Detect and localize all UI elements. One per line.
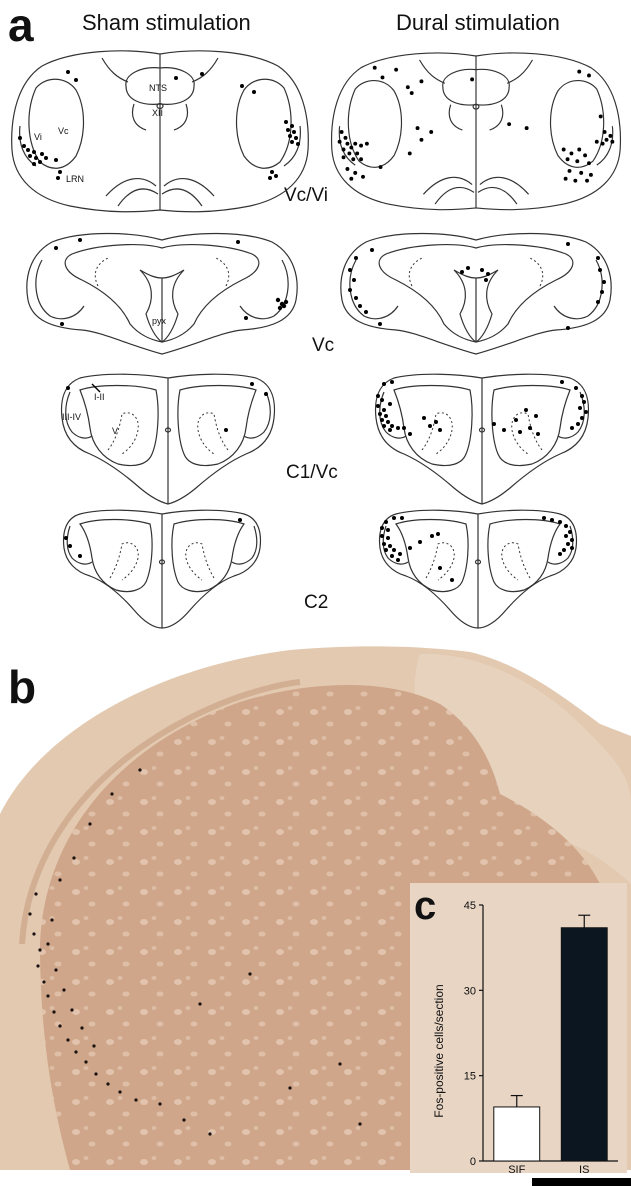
lrn-label: LRN [66, 174, 84, 184]
y-axis-label: Fos-positive cells/section [432, 984, 446, 1117]
dural-stimulation-title: Dural stimulation [396, 10, 560, 36]
panel-a-letter: a [8, 2, 34, 48]
panel-b-letter: b [8, 664, 36, 710]
lamina-v-label: V [112, 426, 118, 436]
panel-c-letter: c [414, 884, 436, 928]
section-vcvi-dural [326, 46, 626, 216]
scale-bar [532, 1178, 631, 1186]
pyx-label: pyx [152, 316, 167, 326]
section-c1vc-sham: I-II III-IV V [56, 370, 280, 506]
level-label-c2: C2 [304, 592, 328, 614]
section-vc-dural [336, 228, 616, 356]
section-c1vc-dural [370, 370, 594, 506]
section-vcvi-sham: NTS XII Vc Vi LRN [6, 46, 314, 216]
vi-label: Vi [34, 132, 42, 142]
y-tick-label: 30 [464, 985, 476, 997]
y-tick-label: 0 [470, 1156, 476, 1168]
vc-label: Vc [58, 126, 69, 136]
section-c2-dural [374, 506, 582, 630]
xii-label: XII [152, 108, 163, 118]
lamina-i-ii-label: I-II [94, 392, 105, 402]
section-vc-sham: pyx [22, 228, 302, 356]
sham-stimulation-title: Sham stimulation [82, 10, 251, 36]
level-label-c1-vc: C1/Vc [286, 462, 338, 484]
level-label-vc: Vc [312, 335, 334, 357]
bar-is [561, 928, 607, 1161]
x-tick-label-sif: SIF [508, 1164, 525, 1173]
section-c2-sham [58, 506, 266, 630]
y-tick-label: 15 [464, 1071, 476, 1083]
bar-sif [494, 1107, 540, 1161]
x-tick-label-is: IS [579, 1164, 589, 1173]
nts-label: NTS [149, 83, 167, 93]
lamina-iii-iv-label: III-IV [62, 412, 81, 422]
y-tick-label: 45 [464, 900, 476, 912]
